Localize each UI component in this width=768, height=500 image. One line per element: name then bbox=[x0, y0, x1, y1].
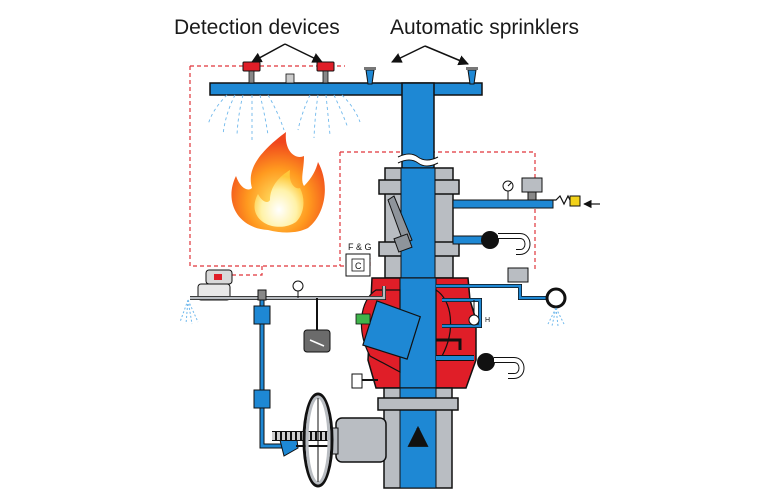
pipe-fitting bbox=[285, 73, 295, 84]
detection-device-icon bbox=[316, 61, 335, 84]
drain-check-valve bbox=[351, 373, 378, 389]
isolation-valve-icon bbox=[452, 231, 531, 255]
water-spray bbox=[207, 94, 361, 140]
deluge-valve bbox=[355, 277, 477, 389]
fire-icon bbox=[231, 132, 325, 233]
isolation-valve-icon bbox=[436, 338, 525, 379]
manual-release-icon bbox=[303, 298, 331, 353]
sprinkler-main-pipe bbox=[209, 82, 483, 96]
pressure-gauge-icon bbox=[292, 280, 304, 298]
upper-trim-line bbox=[452, 177, 600, 209]
pressure-gauge-icon: H bbox=[468, 300, 490, 326]
automatic-sprinkler-head-icon bbox=[466, 67, 478, 85]
pipe-break bbox=[396, 154, 440, 166]
detection-device-icon bbox=[242, 61, 261, 84]
spray-nozzle bbox=[547, 307, 565, 327]
middle-trim-line bbox=[436, 267, 567, 328]
automatic-sprinklers-label: Automatic sprinklers bbox=[390, 16, 580, 39]
solenoid-valve-icon bbox=[197, 269, 233, 301]
pressure-gauge-icon bbox=[502, 180, 514, 200]
panel-code: C bbox=[355, 261, 362, 271]
main-gate-valve-icon bbox=[272, 392, 387, 488]
automatic-sprinkler-head-icon bbox=[364, 67, 376, 85]
label-pointer-arrows bbox=[251, 43, 469, 66]
spray-nozzle bbox=[179, 299, 199, 325]
detection-devices-label: Detection devices bbox=[174, 16, 340, 39]
panel-title: F & G bbox=[348, 242, 372, 252]
gauge-label: H bbox=[485, 317, 490, 324]
